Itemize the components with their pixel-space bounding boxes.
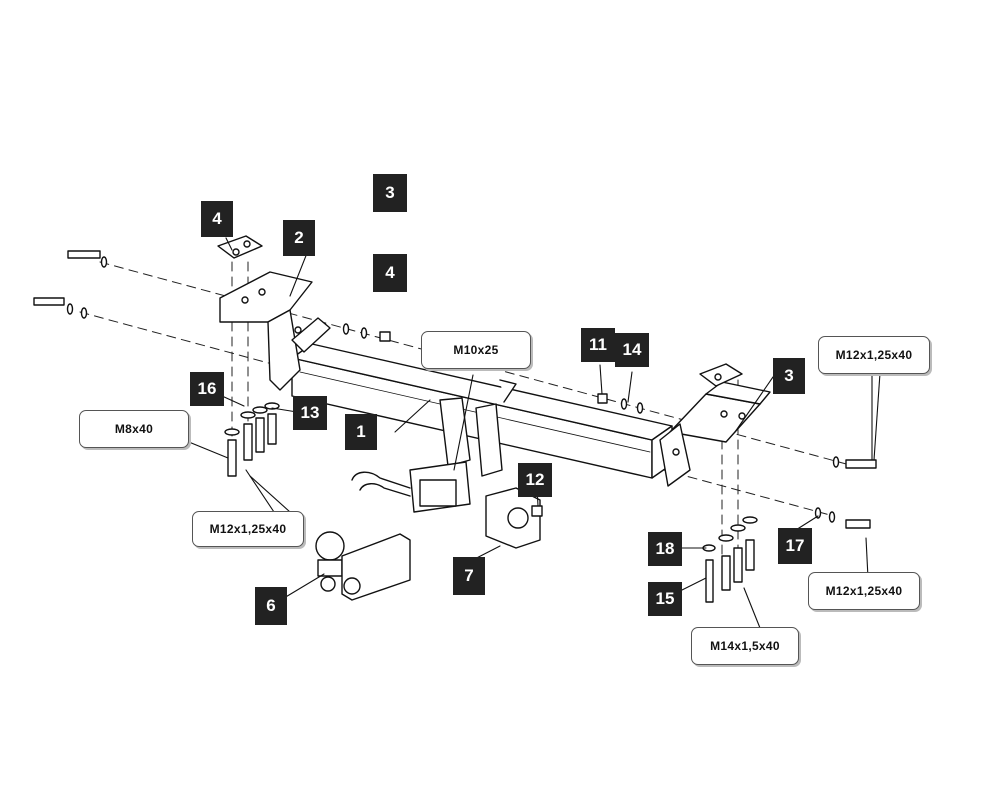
part-badge: 2: [283, 220, 315, 256]
receiver-frame: [351, 379, 541, 549]
part-badge: 6: [255, 587, 287, 625]
right-fasteners: [531, 393, 877, 603]
part-badge: 3: [773, 358, 805, 394]
part-badge: 1: [345, 414, 377, 450]
part-badge: 17: [778, 528, 812, 564]
part-badge: 18: [648, 532, 682, 566]
left-plate: [217, 235, 263, 259]
part-badge: 3: [373, 174, 407, 212]
bolt-spec-label: M10x25: [421, 331, 531, 369]
part-badge: 4: [373, 254, 407, 292]
left-bracket: [219, 271, 331, 391]
right-bracket: [659, 381, 771, 487]
bolt-spec-label: M12x1,25x40: [192, 511, 304, 547]
leader-lines: [183, 237, 881, 629]
part-badge: 7: [453, 557, 485, 595]
part-badge: 15: [648, 582, 682, 616]
part-badge: 16: [190, 372, 224, 406]
part-badge: 13: [293, 396, 327, 430]
bolt-spec-label: M14x1,5x40: [691, 627, 799, 665]
part-badge: 14: [615, 333, 649, 367]
right-plate: [699, 363, 743, 387]
tow-ball: [315, 531, 411, 601]
bolt-spec-label: M12x1,25x40: [808, 572, 920, 610]
bolt-spec-label: M8x40: [79, 410, 189, 448]
part-badge: 12: [518, 463, 552, 497]
left-fasteners: [33, 250, 391, 477]
bolt-spec-label: M12x1,25x40: [818, 336, 930, 374]
part-badge: 11: [581, 328, 615, 362]
part-badge: 4: [201, 201, 233, 237]
